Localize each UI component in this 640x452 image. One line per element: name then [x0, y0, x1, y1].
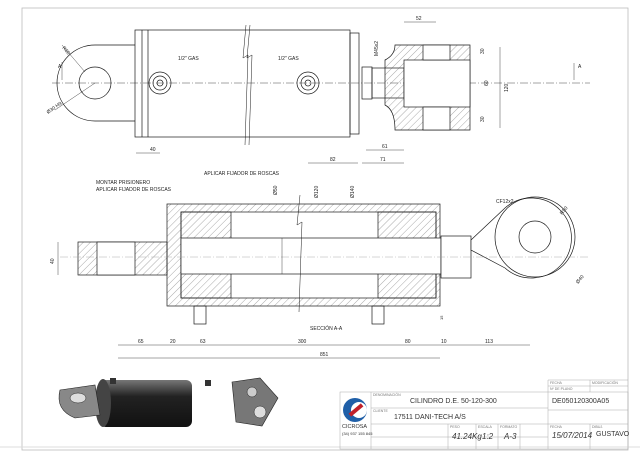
- section-title: SECCIÓN A-A: [310, 325, 343, 332]
- cylinder-3d-render: [58, 377, 279, 427]
- client: 17511 DANI-TECH A/S: [394, 414, 466, 421]
- title-block: [339, 379, 629, 450]
- dim-10: 10: [441, 339, 447, 345]
- dim-60: 60: [484, 80, 490, 86]
- date: 15/07/2014: [552, 431, 593, 440]
- date-label: FECHA: [550, 425, 562, 429]
- dia-rod: Ø50: [273, 185, 279, 195]
- note-fijador-1: APLICAR FIJADOR DE ROSCAS: [96, 187, 172, 193]
- dim-71: 71: [380, 157, 386, 163]
- author: GUSTAVO: [596, 431, 630, 438]
- radius-label: R60: [60, 45, 71, 56]
- company-phone: (34) 937 155 845: [342, 431, 373, 436]
- dim-15: 15: [439, 315, 444, 320]
- company-logo: [343, 398, 367, 422]
- drawing-number: DE050120300A05: [552, 398, 610, 405]
- dim-300: 300: [298, 339, 307, 345]
- dia-bore: Ø120: [314, 186, 320, 198]
- bore-label: Ø30 H9: [46, 101, 64, 116]
- revision-description-label: MODIFICACIÓN: [592, 381, 618, 385]
- eye-diameter: Ø40: [575, 274, 586, 285]
- eye-radius: R50: [559, 205, 570, 216]
- author-label: DIBUJ.: [592, 425, 604, 429]
- dim-80: 80: [405, 339, 411, 345]
- top-view: [52, 21, 590, 164]
- dia-outer: Ø140: [350, 186, 356, 198]
- denomination-label: DENOMINACIÓN: [373, 393, 401, 397]
- dim-40: 40: [150, 147, 156, 153]
- format-label: FORMATO: [500, 425, 518, 429]
- section-mark-left: A: [58, 64, 62, 70]
- note-fijador-2: APLICAR FIJADOR DE ROSCAS: [204, 171, 280, 177]
- dim-52: 52: [416, 16, 422, 22]
- chamfer-label: CF12x2: [496, 199, 514, 205]
- section-mark-right: A: [578, 64, 582, 70]
- dim-40-section: 40: [50, 258, 56, 264]
- port-label-left: 1/2" GAS: [178, 56, 199, 62]
- dim-120: 120: [504, 83, 510, 92]
- dim-65: 65: [138, 339, 144, 345]
- dim-20: 20: [170, 339, 176, 345]
- dim-82: 82: [330, 157, 336, 163]
- port-label-right: 1/2" GAS: [278, 56, 299, 62]
- denomination: CILINDRO D.E. 50-120-300: [410, 398, 497, 405]
- scale: 1:2: [482, 432, 494, 441]
- client-label: CLIENTE: [373, 409, 388, 413]
- dim-30-bottom: 30: [480, 116, 486, 122]
- scale-label: ESCALA: [478, 425, 492, 429]
- note-montar: MONTAR PRISIONERO: [96, 180, 150, 186]
- weight-label: PESO: [450, 425, 460, 429]
- dim-61: 61: [382, 144, 388, 150]
- thread-label: M45x2: [374, 41, 380, 56]
- dim-30-top: 30: [480, 48, 486, 54]
- dim-113: 113: [485, 339, 493, 345]
- revision-date-label: FECHA: [550, 381, 562, 385]
- section-view: [57, 194, 590, 359]
- weight: 41.24Kg: [452, 432, 482, 441]
- drawing-frame: [21, 7, 629, 451]
- company-name: CICROSA: [342, 424, 368, 430]
- format: A-3: [504, 432, 517, 441]
- dim-63: 63: [200, 339, 206, 345]
- dim-total: 851: [320, 352, 329, 358]
- drawing-label: Nº DE PLANO: [550, 387, 573, 391]
